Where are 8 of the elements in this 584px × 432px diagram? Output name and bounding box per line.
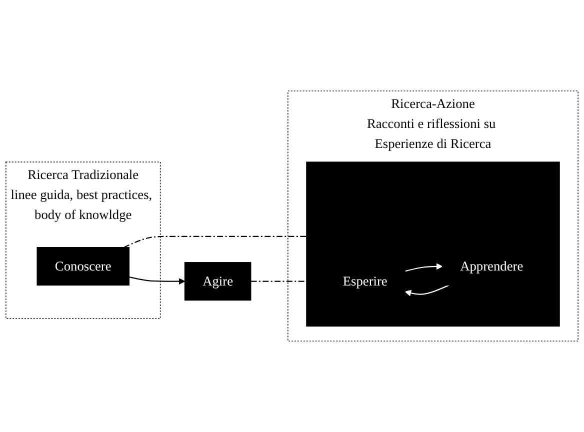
node-text: Esperire [342,274,388,288]
cluster [306,162,560,327]
arrow [405,263,443,272]
node-text: Apprendere [460,258,524,274]
node-box: Agire [184,262,252,301]
arrow [404,284,450,296]
arrow [129,276,186,285]
node-box: Conoscere [36,247,130,286]
